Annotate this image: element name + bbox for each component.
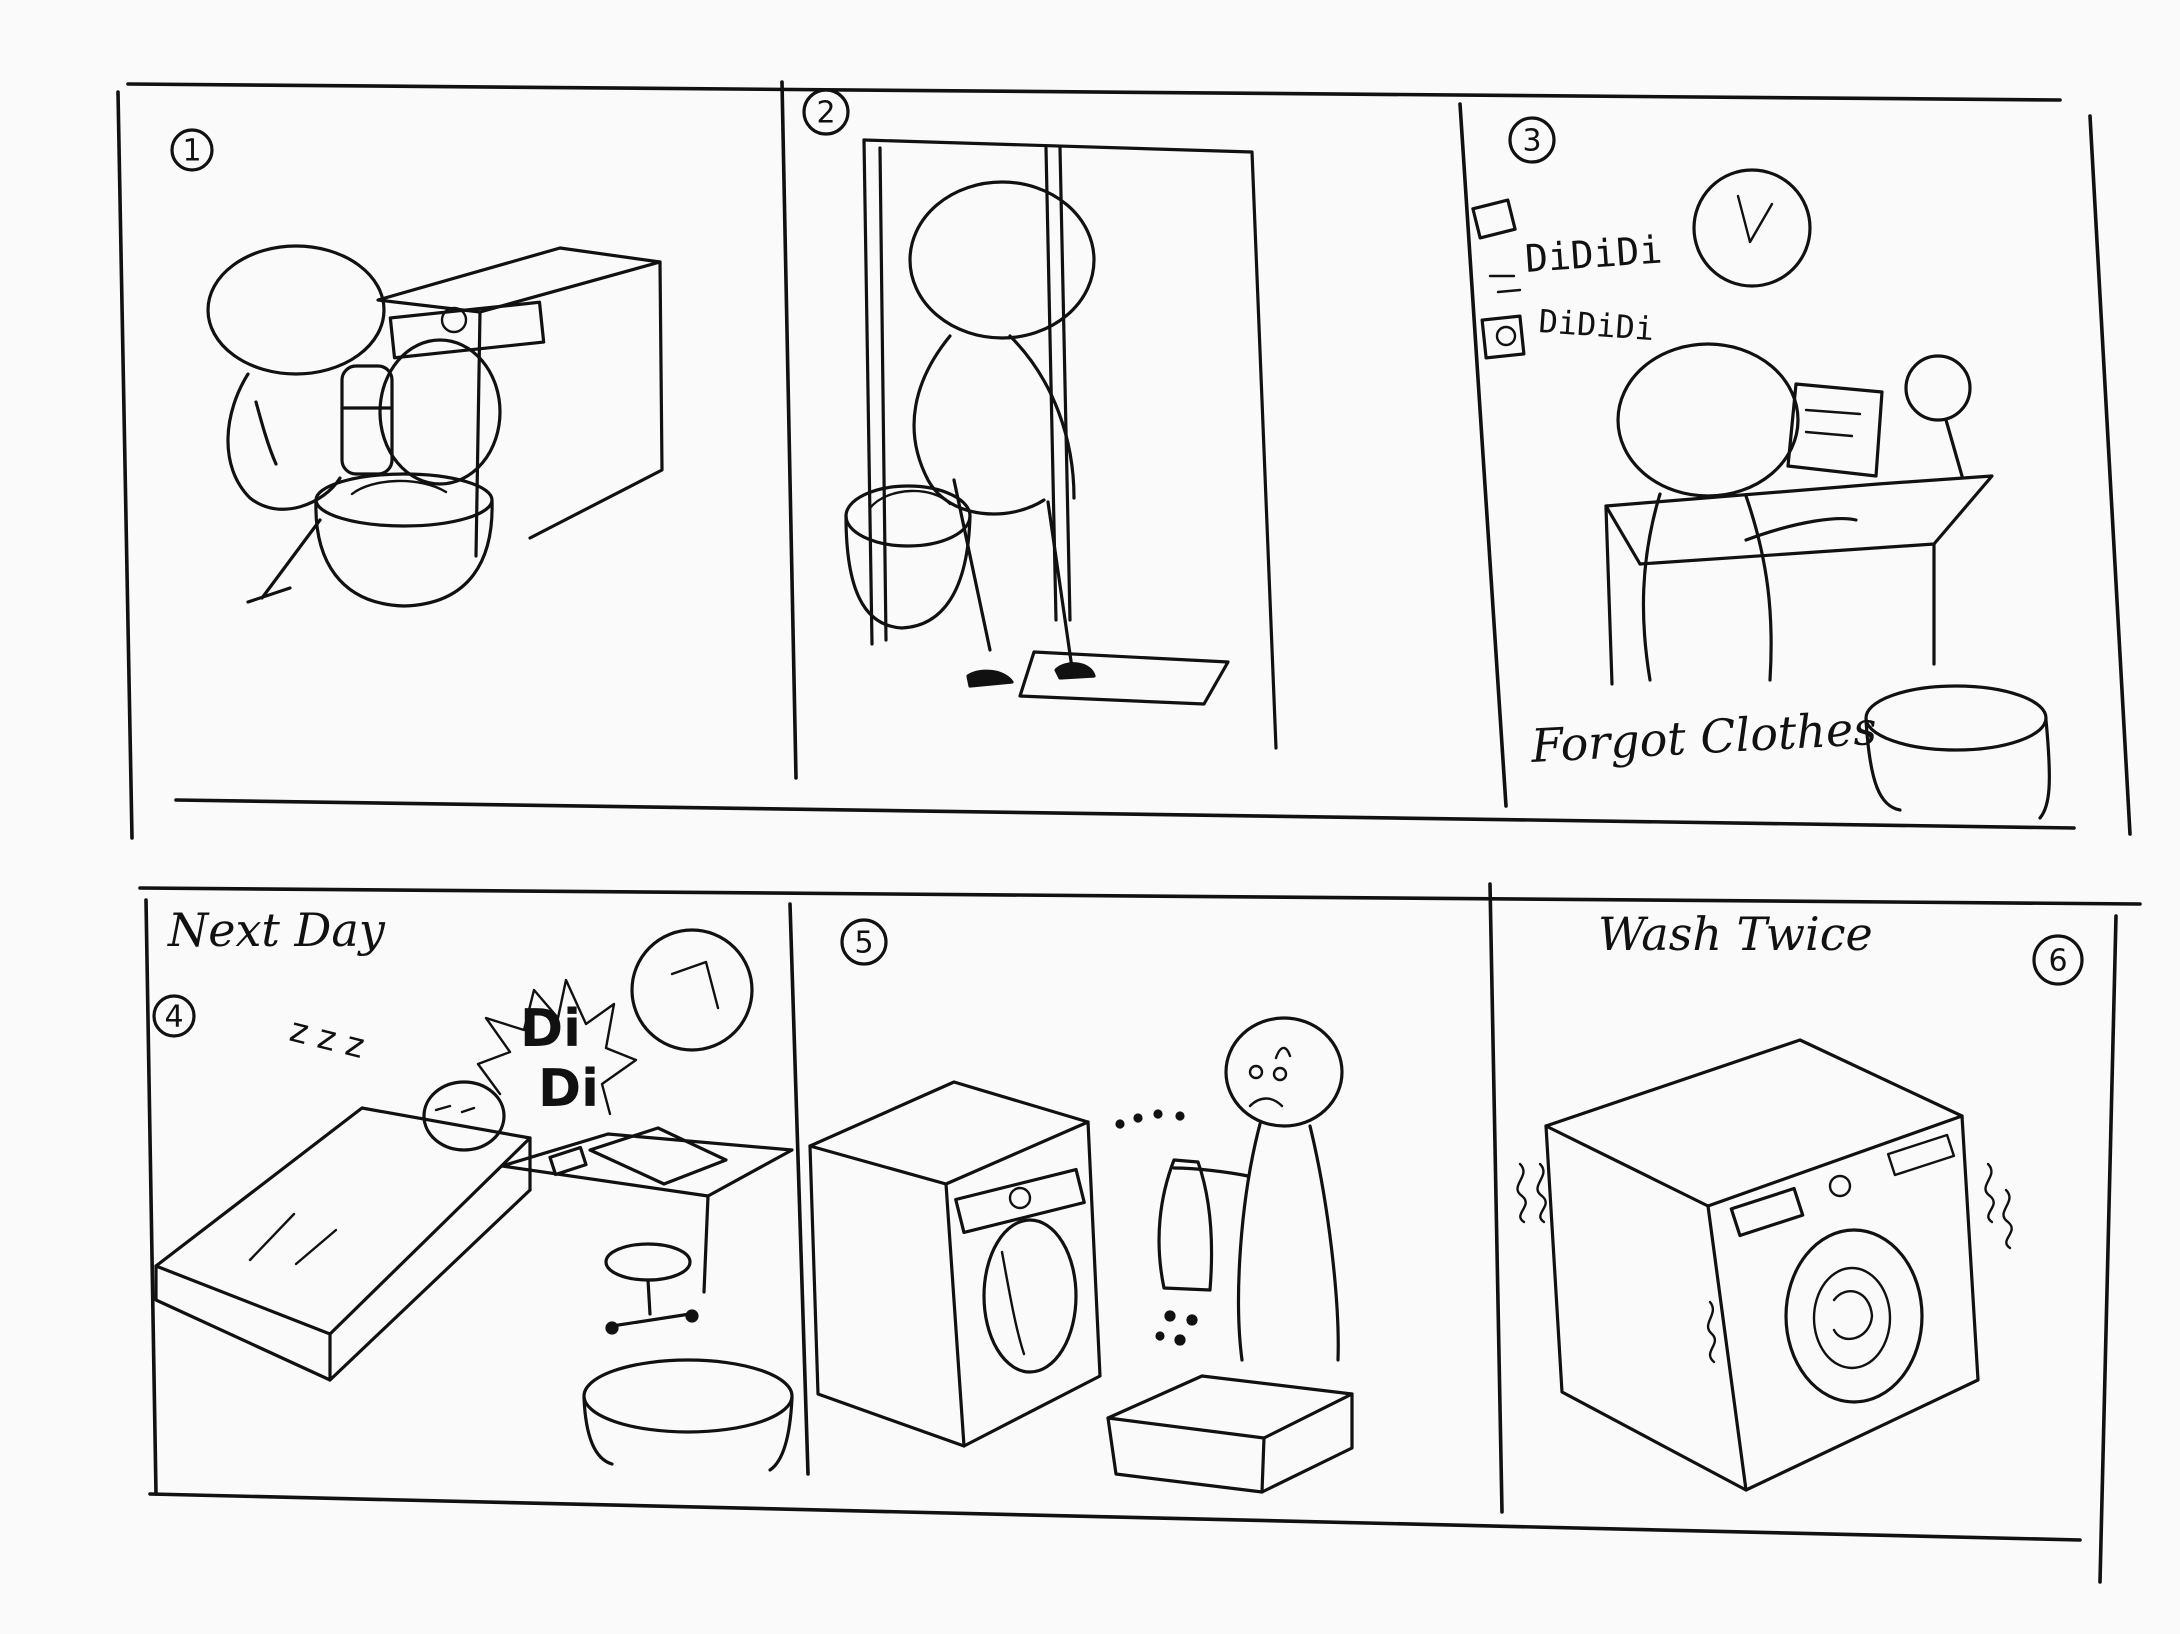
desk — [1604, 354, 1994, 686]
mop-handle — [260, 518, 322, 600]
person — [1616, 342, 1858, 682]
person — [422, 1080, 506, 1152]
frame-bottom-row2 — [148, 1492, 2082, 1542]
alarm-sound-text-echo: DiDiDi — [1537, 302, 1655, 348]
machine-door — [378, 338, 502, 486]
office-chair — [604, 1242, 699, 1335]
panel-number-badge — [840, 918, 888, 966]
sleep-text: z z z — [286, 1010, 369, 1067]
frame-divider-2-3 — [1458, 102, 1508, 808]
machine-knob — [440, 306, 468, 334]
person-head — [206, 244, 386, 376]
panel-number-badge — [2032, 934, 2084, 986]
panel-6: Wash Twice 6 — [1516, 907, 2084, 1492]
panel-number-badge — [1508, 116, 1556, 164]
machine-knob — [1828, 1174, 1852, 1198]
washing-machine — [1544, 1038, 1980, 1492]
frame-divider-1-2 — [780, 80, 798, 780]
alarm-burst — [476, 978, 638, 1116]
machine-control-panel — [1729, 1186, 1805, 1238]
panel-number: 4 — [164, 1000, 183, 1035]
wet-shirt — [1155, 1158, 1214, 1346]
frame-divider-5-6 — [1488, 882, 1504, 1514]
panel-frames — [116, 80, 2142, 1584]
laundry-basket — [844, 484, 972, 630]
machine-control-panel — [954, 1167, 1086, 1235]
frame-bottom-row1 — [174, 798, 2076, 830]
panel-number-badge — [170, 128, 214, 172]
frame-top-row1 — [126, 82, 2062, 102]
door-mat — [1018, 650, 1230, 706]
alarm-sound-text: Di — [520, 999, 581, 1059]
smell-dots — [1115, 1109, 1185, 1129]
panel-5: 5 — [808, 918, 1354, 1494]
person — [206, 244, 394, 604]
laundry-basket — [582, 1358, 794, 1472]
detergent-bottle — [340, 364, 394, 476]
frame-left-row2 — [144, 898, 158, 1496]
machine-control-panel — [388, 300, 546, 360]
frame-left-row1 — [116, 90, 134, 840]
panel-caption: Forgot Clothes — [1529, 701, 1878, 773]
panel-number: 3 — [1522, 124, 1541, 159]
phone-icon — [548, 1145, 588, 1177]
person-head — [908, 180, 1096, 340]
frame-right-row1 — [2088, 114, 2132, 836]
panel-caption: Wash Twice — [1598, 907, 1873, 961]
washing-machine — [376, 246, 664, 558]
laundry-basket — [314, 472, 494, 608]
washing-machine — [808, 1080, 1102, 1448]
panel-number-badge — [152, 994, 196, 1038]
person-head — [1224, 1016, 1344, 1128]
frame-divider-4-5 — [788, 902, 810, 1476]
laptop — [1786, 382, 1884, 478]
alarm-sound-text-echo: Di — [538, 1059, 599, 1119]
vibration-marks — [1516, 1162, 2013, 1364]
desk — [500, 1126, 794, 1294]
panel-caption: Next Day — [167, 903, 386, 957]
person — [1172, 1016, 1344, 1362]
laptop — [588, 1126, 728, 1186]
panel-4: Next Day 4 z z z Di Di — [152, 903, 794, 1472]
panel-number: 1 — [182, 134, 201, 169]
shoe — [1054, 662, 1096, 680]
person-head — [1616, 342, 1800, 498]
panel-number: 5 — [854, 926, 873, 961]
machine-door — [1784, 1228, 1924, 1404]
shoe — [966, 669, 1014, 688]
bed — [154, 1106, 532, 1382]
panel-2: 2 — [802, 88, 1278, 750]
person — [908, 180, 1096, 688]
wall-clock — [1692, 168, 1812, 288]
person-head — [422, 1080, 506, 1152]
laundry-basket — [1106, 1374, 1354, 1494]
panel-number: 2 — [816, 96, 835, 131]
laundry-basket — [1864, 684, 2051, 820]
panel-3: 3 DiDiDi DiDiDi — [1471, 116, 2051, 820]
panel-number: 6 — [2048, 944, 2067, 979]
frame-top-row2 — [138, 886, 2142, 906]
speaker-icon — [1471, 198, 1526, 360]
frame-right-row2 — [2098, 914, 2118, 1584]
machine-door — [982, 1218, 1078, 1374]
alarm-sound-text: DiDiDi — [1524, 228, 1664, 281]
panel-1: 1 — [170, 128, 664, 608]
machine-knob — [1008, 1186, 1032, 1210]
wall-clock — [630, 928, 754, 1052]
desk-lamp — [1904, 354, 1972, 422]
panel-number-badge — [802, 88, 850, 136]
